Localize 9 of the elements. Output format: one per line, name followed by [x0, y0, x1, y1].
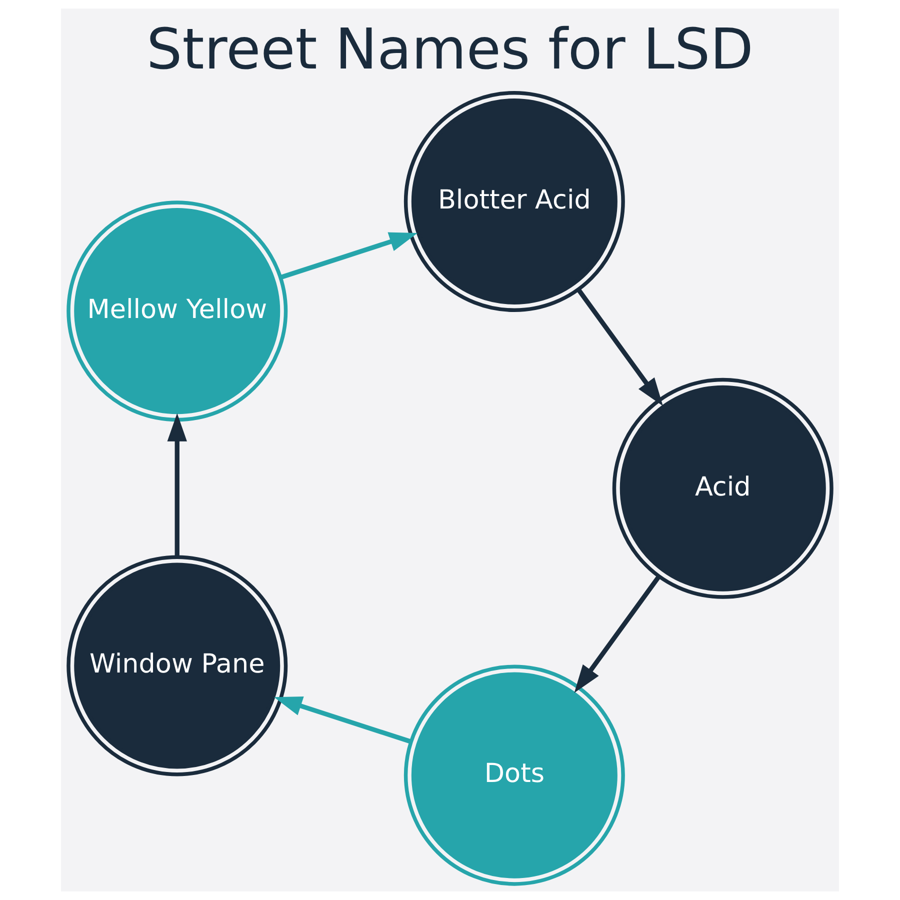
arrow	[576, 288, 663, 406]
arrow	[167, 413, 187, 557]
node-circle: Mellow Yellow	[66, 200, 288, 422]
node-circle: Blotter Acid	[404, 90, 625, 312]
arrow	[274, 696, 412, 744]
arrow	[280, 232, 418, 280]
arrow	[574, 575, 661, 693]
node-circle: Window Pane	[66, 555, 288, 776]
diagram-title: Street Names for LSD	[146, 18, 754, 82]
